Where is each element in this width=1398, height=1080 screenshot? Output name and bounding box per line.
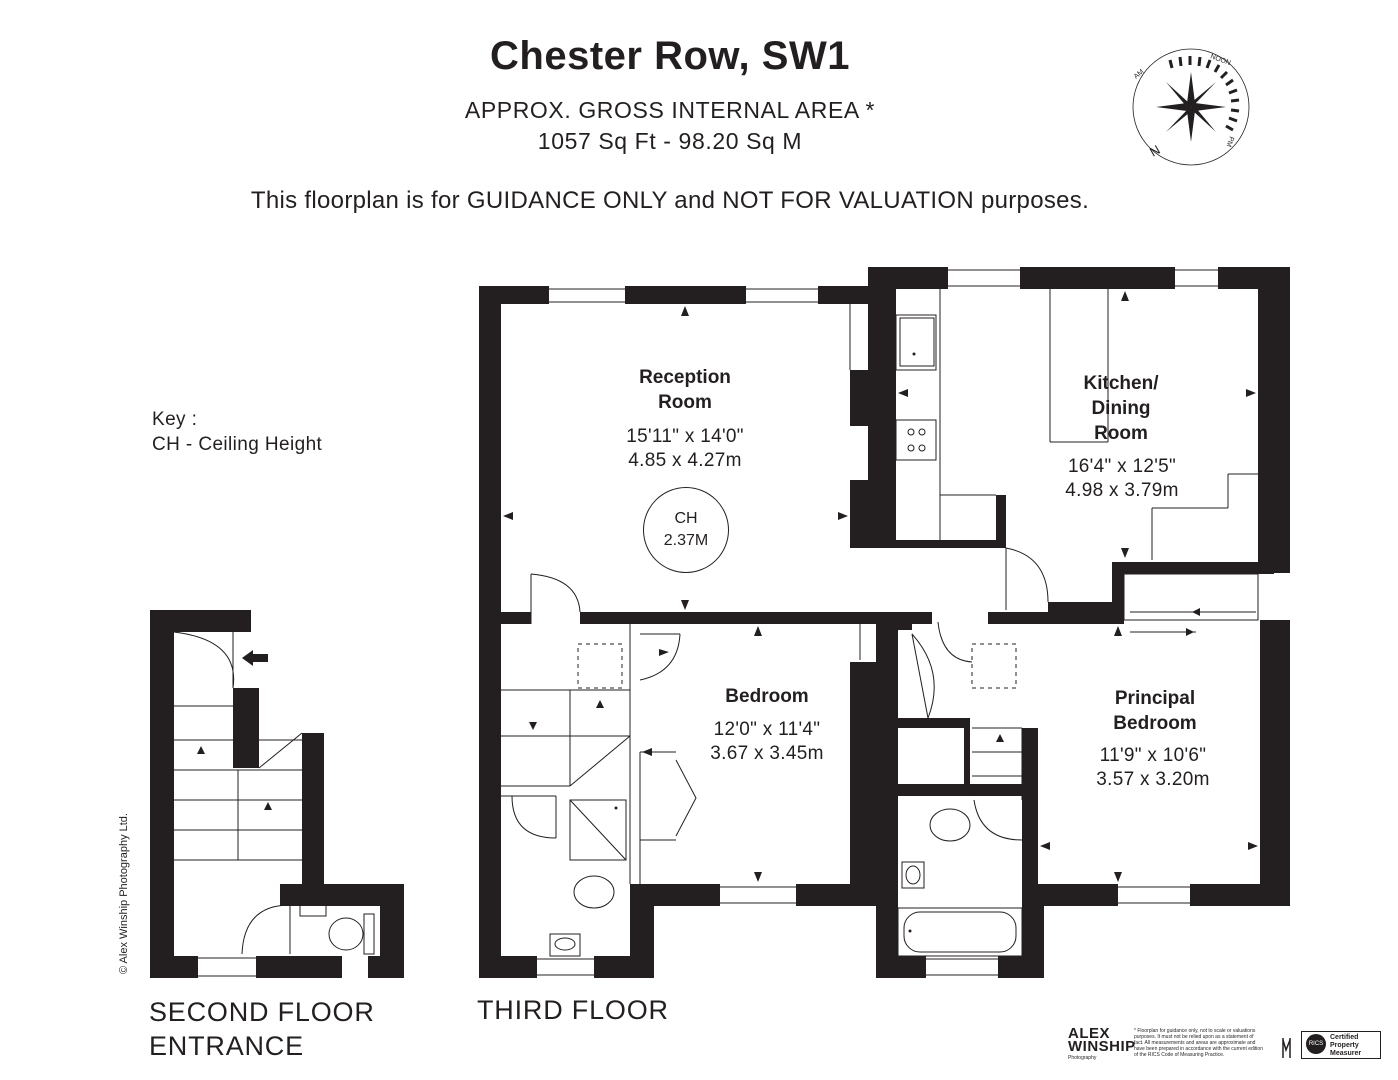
key-title: Key : — [152, 409, 198, 430]
compass-am: AM — [1133, 68, 1146, 80]
page-title: Chester Row, SW1 — [490, 34, 850, 78]
wall — [150, 610, 251, 632]
reception-room-metric: 4.85 x 4.27m — [628, 450, 742, 471]
compass-north: N — [1147, 142, 1163, 160]
wall — [280, 884, 404, 906]
logo-sub: Photography — [1068, 1055, 1097, 1061]
rics-badge-text: Certified Property Measurer — [1330, 1034, 1362, 1057]
wall — [150, 610, 174, 978]
ceiling-height-label: CH — [674, 510, 698, 527]
bedroom-imperial: 12'0" x 11'4" — [713, 719, 821, 740]
principal-bedroom-metric: 3.57 x 3.20m — [1096, 769, 1210, 790]
rics-logo: RICS — [1306, 1034, 1326, 1054]
bedroom-name: Bedroom — [725, 686, 809, 707]
ceiling-height-value: 2.37M — [663, 532, 709, 549]
third-floor-walls — [479, 267, 1290, 978]
rics-certified-badge: RICS Certified Property Measurer — [1301, 1031, 1381, 1059]
third-floor-label: THIRD FLOOR — [477, 995, 669, 1025]
kitchen-room-metric: 4.98 x 3.79m — [1065, 480, 1179, 501]
ceiling-height-badge: CH 2.37M — [643, 487, 729, 573]
wall — [302, 733, 324, 906]
reception-room-name: Reception Room — [639, 367, 731, 413]
kitchen-room-name: Kitchen/ Dining Room — [1083, 373, 1159, 444]
wall — [256, 956, 342, 978]
area-label: APPROX. GROSS INTERNAL AREA * — [464, 97, 876, 123]
kitchen-room-imperial: 16'4" x 12'5" — [1067, 456, 1177, 477]
brand-logo: ALEX WINSHIP — [1068, 1025, 1136, 1055]
reception-room-imperial: 15'11" x 14'0" — [626, 426, 744, 447]
guidance-note: This floorplan is for GUIDANCE ONLY and … — [250, 187, 1090, 214]
second-floor-label: SECOND FLOOR ENTRANCE — [149, 997, 375, 1061]
key-item: CH - Ceiling Height — [152, 434, 323, 455]
bedroom-metric: 3.67 x 3.45m — [710, 743, 824, 764]
compass-pm: PM — [1224, 135, 1234, 147]
wall — [150, 956, 198, 978]
second-floor-arrows — [197, 650, 272, 810]
third-floor-measure-arrows — [503, 291, 1258, 933]
second-floor-details — [173, 631, 375, 977]
logo-line2: WINSHIP — [1068, 1038, 1136, 1055]
wall — [233, 688, 259, 768]
area-values: 1057 Sq Ft - 98.20 Sq M — [537, 128, 803, 154]
copyright-note: © Alex Winship Photography Ltd. — [118, 813, 130, 974]
logo-line1: ALEX — [1068, 1025, 1111, 1042]
principal-bedroom-name: Principal Bedroom — [1113, 688, 1197, 734]
disclaimer-text: * Floorplan for guidance only, not to sc… — [1134, 1028, 1263, 1058]
principal-bedroom-imperial: 11'9" x 10'6" — [1099, 745, 1207, 766]
second-floor-plan — [150, 610, 404, 978]
compass-noon: NOON — [1209, 53, 1231, 67]
compass-icon: AM NOON PM N — [1132, 48, 1250, 166]
